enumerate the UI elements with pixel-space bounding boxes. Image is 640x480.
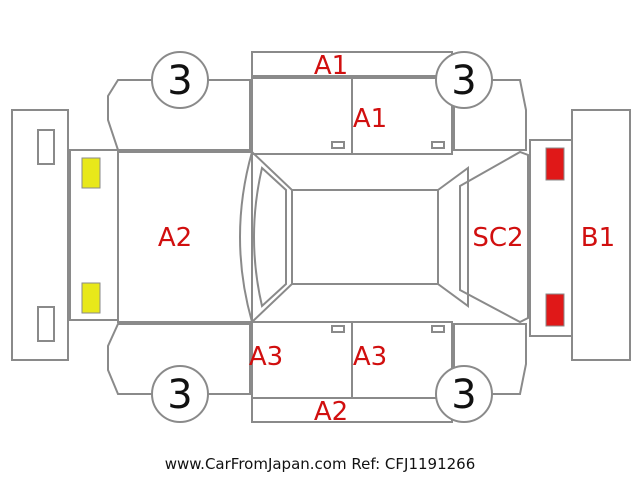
- label-rocker-bottom: A2: [314, 397, 348, 427]
- front-bumper-vent-bottom: [37, 306, 55, 342]
- wheel-front-left: [151, 51, 209, 109]
- rear-quarter-top: [453, 79, 527, 151]
- windshield-inner: [253, 166, 287, 308]
- wheel-front-left-number: 3: [167, 58, 192, 104]
- windshield: [239, 150, 293, 324]
- footer-site: www.CarFromJapan.com: [164, 455, 347, 473]
- door-handle-bottom-2: [431, 325, 445, 333]
- wheel-front-right: [151, 365, 209, 423]
- rear-window: [437, 166, 469, 308]
- front-bumper-vent-top: [37, 129, 55, 165]
- door-handle-top-2: [431, 141, 445, 149]
- wheel-rear-left-number: 3: [451, 58, 476, 104]
- hood-panel: [117, 151, 253, 323]
- rear-bumper: [571, 109, 631, 361]
- front-lamp-top: [81, 157, 101, 189]
- wheel-rear-left: [435, 51, 493, 109]
- front-lamp-bottom: [81, 282, 101, 314]
- wheel-front-right-number: 3: [167, 372, 192, 418]
- wheel-rear-right: [435, 365, 493, 423]
- roof-edge-top: [251, 51, 453, 77]
- footer-caption: www.CarFromJapan.com Ref: CFJ1191266: [0, 455, 640, 473]
- label-rear-gate: SC2: [472, 223, 523, 253]
- label-roof-edge-top: A1: [314, 51, 348, 81]
- label-rear-bumper: B1: [581, 223, 615, 253]
- label-rear-door-bottom: A3: [353, 342, 387, 372]
- footer-ref: Ref: CFJ1191266: [351, 455, 476, 473]
- label-hood: A2: [158, 223, 192, 253]
- front-bumper: [11, 109, 69, 361]
- side-body-top: [107, 79, 251, 151]
- rear-gate-panel: [459, 150, 529, 324]
- roof-panel: [291, 189, 439, 285]
- door-handle-bottom-1: [331, 325, 345, 333]
- wheel-rear-right-number: 3: [451, 372, 476, 418]
- label-rear-door-top: A1: [353, 104, 387, 134]
- rear-lamp-bottom: [545, 293, 565, 327]
- side-body-bottom: [107, 323, 251, 395]
- rocker-bottom: [251, 397, 453, 423]
- rear-door-top: [351, 77, 453, 155]
- label-front-door-bottom: A3: [249, 342, 283, 372]
- rear-lamp-top: [545, 147, 565, 181]
- door-handle-top-1: [331, 141, 345, 149]
